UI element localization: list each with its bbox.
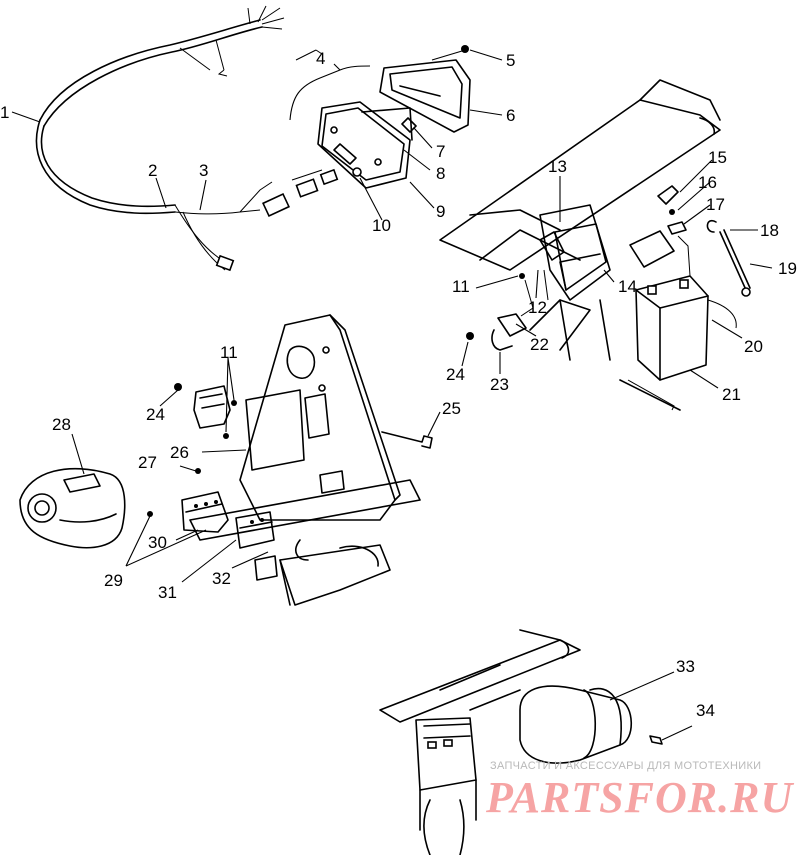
battery-box-frame: [439, 79, 751, 411]
callout-4: 4: [316, 49, 325, 68]
callout-18: 18: [760, 221, 779, 240]
callout-32: 32: [212, 569, 231, 588]
callout-3: 3: [199, 161, 208, 180]
tail-light-assembly: [317, 45, 471, 189]
callout-labels: 1 2 3 4 5 6 7 8 9 10 11 12 13 14 15 16 1…: [0, 49, 797, 720]
electrical-mounting-plate: [174, 314, 433, 606]
callout-20: 20: [744, 337, 763, 356]
callout-11: 11: [452, 277, 470, 296]
callout-10: 10: [372, 216, 391, 235]
callout-9: 9: [436, 202, 445, 221]
callout-30: 30: [148, 533, 167, 552]
callout-23: 23: [490, 375, 509, 394]
callout-14: 14: [618, 277, 637, 296]
callout-33: 33: [676, 657, 695, 676]
callout-19: 19: [778, 259, 797, 278]
callout-28: 28: [52, 415, 71, 434]
callout-26: 26: [170, 443, 189, 462]
callout-13: 13: [548, 157, 567, 176]
callout-6: 6: [506, 106, 515, 125]
callout-29: 29: [104, 571, 123, 590]
callout-5: 5: [506, 51, 515, 70]
callout-24: 24: [446, 365, 465, 384]
callout-12: 12: [528, 298, 547, 317]
callout-24-duplicate: 24: [146, 405, 165, 424]
callout-31: 31: [158, 583, 177, 602]
callout-11-duplicate: 11: [220, 343, 238, 362]
watermark-tagline: ЗАПЧАСТИ И АКСЕССУАРЫ ДЛЯ МОТОТЕХНИКИ: [490, 760, 762, 772]
callout-27: 27: [138, 453, 157, 472]
callout-34: 34: [696, 701, 715, 720]
callout-15: 15: [708, 148, 727, 167]
leader-lines: [11, 49, 773, 701]
callout-25: 25: [442, 399, 461, 418]
callout-22: 22: [530, 335, 549, 354]
callout-8: 8: [436, 164, 445, 183]
callout-7: 7: [436, 142, 445, 161]
callout-16: 16: [698, 173, 717, 192]
wiring-harness: [35, 5, 339, 272]
callout-1: 1: [0, 103, 9, 122]
cdi-relay-boxes: [147, 491, 275, 549]
watermark-logo: PARTSFOR.RU: [486, 773, 794, 822]
callout-17: 17: [706, 195, 725, 214]
callout-2: 2: [148, 161, 157, 180]
ignition-coil-shroud: [19, 467, 126, 549]
callout-21: 21: [722, 385, 741, 404]
starter-motor-assembly: [379, 629, 693, 856]
